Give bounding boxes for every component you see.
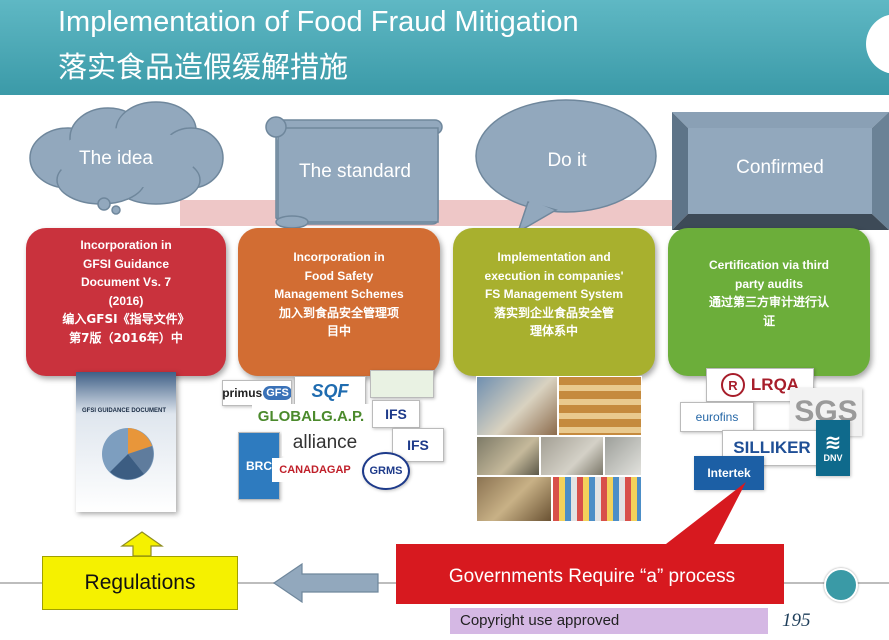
globalgap-logo: GLOBALG.A.P. <box>252 404 370 428</box>
step-standard-label: The standard <box>299 161 411 182</box>
regulations-box: Regulations <box>42 556 238 610</box>
gfsi-document-label: GFSI GUIDANCE DOCUMENT <box>82 408 166 414</box>
speech-bubble-shape <box>475 99 657 234</box>
ifs-text-2: IFS <box>407 437 429 453</box>
primus-gfs-logo: primus GFS <box>222 380 292 406</box>
governments-label: Governments Require “a” process <box>448 566 736 587</box>
canadagap-text: CANADAGAP <box>279 464 351 476</box>
globalgap-text: GLOBALG.A.P. <box>257 407 365 425</box>
livestock-photo <box>476 476 552 522</box>
standard-line-3: Management Schemes <box>274 287 404 302</box>
dnv-symbol-icon: ≋ <box>824 432 842 454</box>
alliance-text: alliance <box>292 432 358 453</box>
governments-callout-shape <box>396 482 784 604</box>
doit-line-2: execution in companies' <box>484 268 624 283</box>
lrqa-text: LRQA <box>750 375 800 394</box>
lrqa-r-icon: R <box>720 373 745 397</box>
step-doit-box: Implementation and execution in companie… <box>453 228 655 376</box>
step-idea-box: Incorporation in GFSI Guidance Document … <box>26 228 226 376</box>
left-arrow-icon <box>272 562 379 604</box>
lab-photo <box>604 436 642 476</box>
organization-badge-icon <box>824 568 858 602</box>
idea-line-5: 编入GFSI《指导文件》 <box>62 312 190 327</box>
confirmed-line-3: 通过第三方审计进行认 <box>708 295 829 310</box>
ifs-text-1: IFS <box>385 406 407 422</box>
dnv-logo: ≋ DNV <box>816 420 850 476</box>
intertek-logo: Intertek <box>694 456 764 490</box>
bakery-bread-photo <box>558 376 642 436</box>
green-scheme-logo <box>370 370 434 398</box>
flow-band <box>180 200 740 226</box>
grms-text: GRMS <box>369 465 403 477</box>
title-banner: Implementation of Food Fraud Mitigation … <box>0 0 889 95</box>
idea-line-2: GFSI Guidance <box>82 256 169 271</box>
step-confirmed-box: Certification via third party audits 通过第… <box>668 228 870 376</box>
header-circle-ornament <box>866 14 889 74</box>
dnv-text: DNV <box>823 453 843 463</box>
eurofins-logo: eurofins <box>680 402 754 432</box>
step-doit-label: Do it <box>547 150 587 171</box>
confirmed-line-1: Certification via third <box>708 258 830 272</box>
idea-line-4: (2016) <box>108 293 144 308</box>
sqf-text: SQF <box>311 380 349 401</box>
factory-workers-photo <box>476 376 558 436</box>
idea-line-1: Incorporation in <box>80 238 172 252</box>
silliker-logo: SILLIKER <box>722 430 822 466</box>
pie-graphic-icon <box>102 428 154 480</box>
primus-gfs-text: GFS <box>263 386 291 400</box>
step-standard-box: Incorporation in Food Safety Management … <box>238 228 440 376</box>
standard-line-4: 加入到食品安全管理项 <box>278 305 399 320</box>
copyright-banner: Copyright use approved <box>450 608 768 634</box>
bevel-shape <box>672 112 889 230</box>
idea-line-3: Document Vs. 7 <box>80 275 172 290</box>
intertek-text: Intertek <box>707 466 751 480</box>
workers-line-photo <box>476 436 540 476</box>
gfsi-document-image: GFSI GUIDANCE DOCUMENT <box>76 372 176 512</box>
standard-line-5: 目中 <box>326 324 351 339</box>
grms-logo: GRMS <box>362 452 410 490</box>
scroll-shape <box>265 116 443 229</box>
doit-line-4: 落实到企业食品安全管 <box>493 305 614 320</box>
step-confirmed-label: Confirmed <box>736 157 824 178</box>
processing-room-photo <box>540 436 604 476</box>
confirmed-line-2: party audits <box>734 276 803 291</box>
doit-line-5: 理体系中 <box>529 324 578 339</box>
confirmed-line-4: 证 <box>762 313 775 328</box>
ifs-logo-1: IFS <box>372 400 420 428</box>
alliance-logo: alliance <box>282 430 368 456</box>
thought-cloud-shape <box>29 101 224 215</box>
idea-line-6: 第7版（2016年）中 <box>69 330 183 345</box>
standard-line-1: Incorporation in <box>293 250 385 264</box>
standard-line-2: Food Safety <box>304 268 374 283</box>
eurofins-text: eurofins <box>695 410 739 424</box>
sqf-logo: SQF <box>294 376 366 406</box>
ifs-logo-2: IFS <box>392 428 444 462</box>
doit-line-1: Implementation and <box>497 250 611 264</box>
brc-text: BRC <box>246 459 272 473</box>
supermarket-photo <box>552 476 642 522</box>
up-arrow-icon <box>120 531 164 557</box>
canadagap-logo: CANADAGAP <box>272 458 358 482</box>
title-english: Implementation of Food Fraud Mitigation <box>58 6 579 38</box>
doit-line-3: FS Management System <box>484 287 624 302</box>
title-chinese: 落实食品造假缓解措施 <box>58 50 349 84</box>
primus-text: primus <box>222 386 263 400</box>
silliker-text: SILLIKER <box>733 438 811 457</box>
step-idea-label: The idea <box>79 148 153 169</box>
page-number: 195 <box>782 610 811 631</box>
